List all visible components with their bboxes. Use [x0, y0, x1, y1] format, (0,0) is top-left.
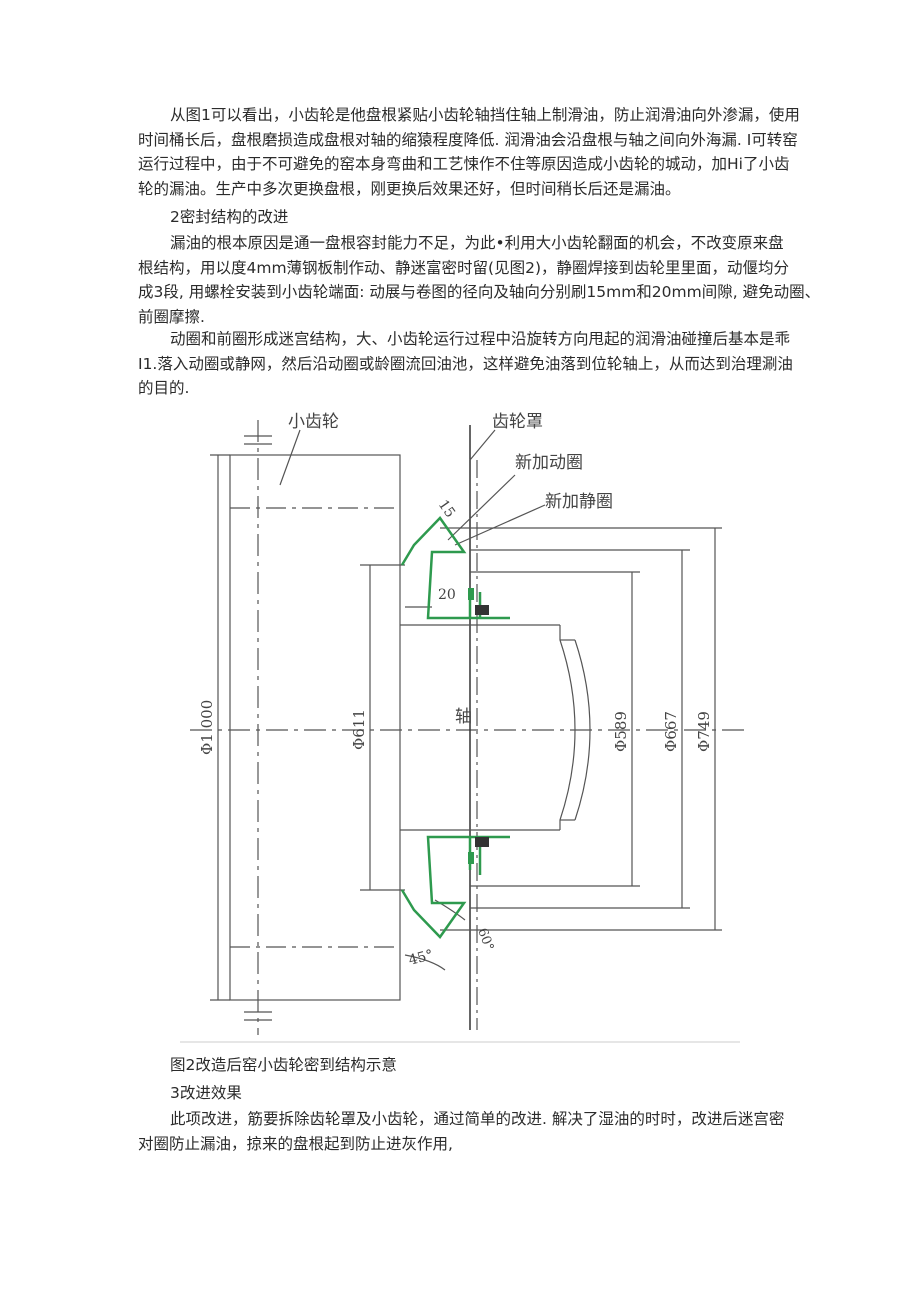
text-line: 运行过程中，由于不可避免的窑本身弯曲和工艺悚作不住等原因造成小齿轮的城动，加Hi…: [138, 155, 790, 173]
text-line: 此项改进，筋要拆除齿轮罩及小齿轮，通过简单的改进. 解决了湿油的时时，改进后迷宫…: [170, 1110, 785, 1128]
dim-589: Φ589: [612, 711, 630, 752]
text-line: 轮的漏油。生产中多次更换盘根，刚更换后效果还好，但时间稍长后还是漏油。: [138, 179, 681, 198]
angle-60: 60°: [474, 926, 496, 953]
angle-45: 45°: [407, 947, 435, 969]
seal-structure-diagram: 小齿轮 齿轮罩 新加动圈 新加静圈 轴 15 20 Φ1 000 Φ611 Φ5…: [180, 412, 750, 1043]
dim-1000: Φ1 000: [198, 700, 216, 755]
label-new-static-ring: 新加静圈: [545, 492, 613, 512]
paragraph-intro: 从图1可以看出，小齿轮是他盘根紧贴小齿轮轴挡住轴上制滑油，防止润滑油向外渗漏，使…: [138, 103, 800, 201]
text-line: I1.落入动圈或静网，然后沿动圈或龄圈流回油池，这样避免油落到位轮轴上，从而达到…: [138, 354, 793, 373]
seal-rings: [400, 516, 510, 939]
text-line: 根结构，用以度4mm薄钢板制作动、静迷富密时留(见图2)，静圈焊接到齿轮里里面，…: [138, 258, 790, 277]
paragraph-results: 此项改进，筋要拆除齿轮罩及小齿轮，通过简单的改进. 解决了湿油的时时，改进后迷宫…: [138, 1107, 790, 1156]
dim-15: 15: [435, 497, 458, 521]
dim-611: Φ611: [350, 709, 368, 750]
text-line: 对圈防止漏油，掠来的盘根起到防止进灰作用,: [138, 1134, 453, 1153]
text-line: 漏油的根本原因是通一盘根容封能力不足，为此•利用大小齿轮翻面的机会，不改变原来盘: [170, 234, 784, 252]
label-new-moving-ring: 新加动圈: [515, 453, 583, 473]
text-line: 动圈和前圈形成迷宫结构，大、小齿轮运行过程中沿旋转方向甩起的润滑油碰撞后基本是乖: [170, 330, 791, 348]
section-heading-2: 2密封结构的改进: [170, 208, 289, 226]
paragraph-seal-improvement: 漏油的根本原因是通一盘根容封能力不足，为此•利用大小齿轮翻面的机会，不改变原来盘…: [138, 231, 821, 329]
label-shaft: 轴: [455, 707, 472, 727]
small-gear-outline: [229, 454, 401, 1001]
label-gear-cover: 齿轮罩: [492, 412, 543, 432]
paragraph-labyrinth: 动圈和前圈形成迷宫结构，大、小齿轮运行过程中沿旋转方向甩起的润滑油碰撞后基本是乖…: [138, 327, 793, 401]
figure-caption: 图2改造后窑小齿轮密到结构示意: [170, 1056, 397, 1074]
dim-20: 20: [438, 587, 456, 603]
label-small-gear: 小齿轮: [288, 412, 339, 432]
text-line: 的目的.: [138, 379, 190, 397]
text-line: 成3段, 用螺栓安装到小齿轮端面: 动展与卷图的径向及轴向分别刷15mm和20m…: [138, 283, 821, 301]
section-heading-3: 3改进效果: [170, 1084, 242, 1102]
dim-667: Φ667: [662, 711, 680, 752]
text-line: 时间桶长后，盘根磨损造成盘根对轴的缩猿程度降低. 润滑油会沿盘根与轴之间向外海漏…: [138, 130, 798, 149]
dim-749: Φ749: [695, 711, 713, 752]
text-line: 从图1可以看出，小齿轮是他盘根紧贴小齿轮轴挡住轴上制滑油，防止润滑油向外渗漏，使…: [170, 106, 800, 124]
text-line: 前圈摩擦.: [138, 307, 205, 326]
